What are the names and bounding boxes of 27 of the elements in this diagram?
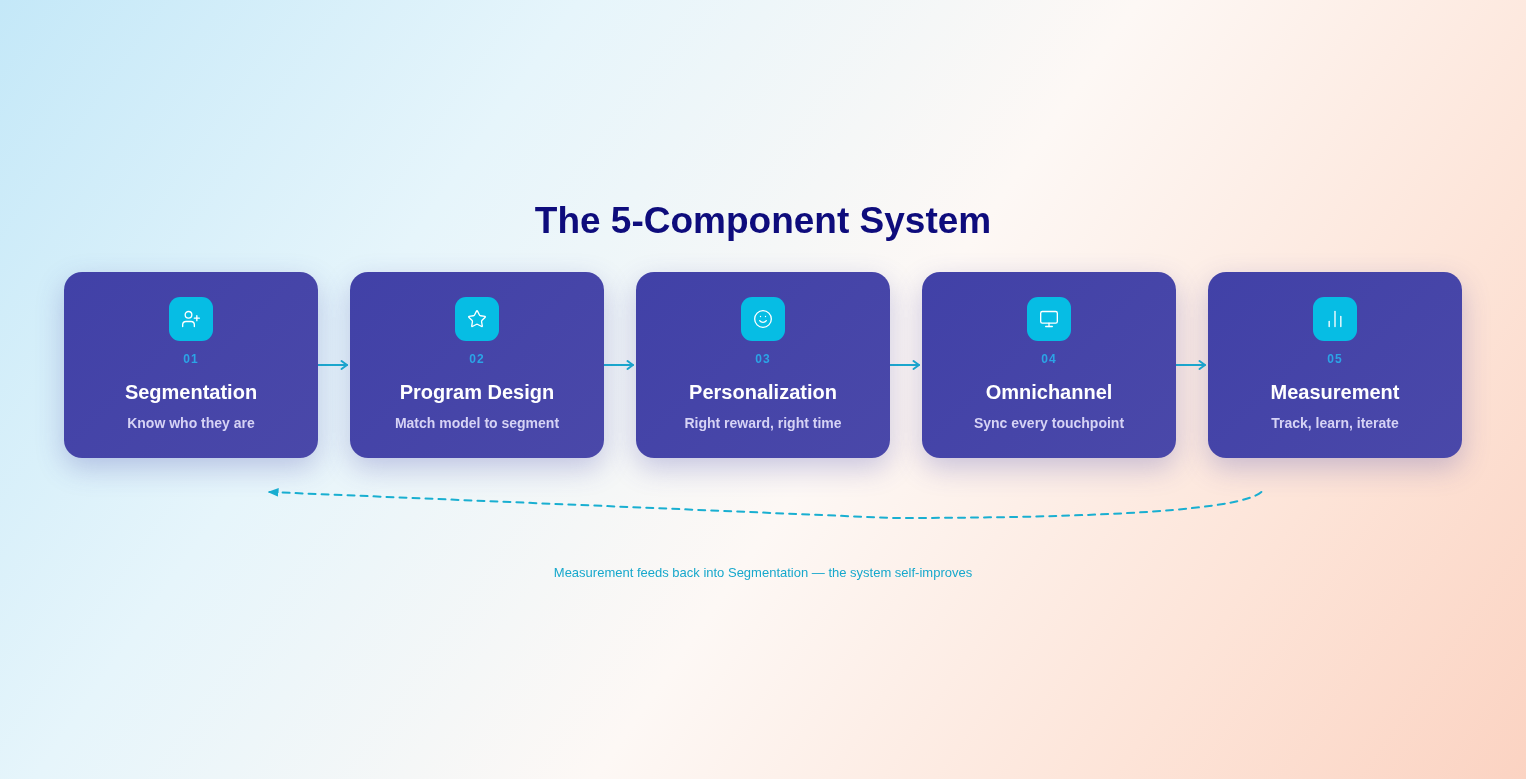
step-title: Segmentation xyxy=(124,380,258,405)
step-description: Track, learn, iterate xyxy=(1271,414,1399,433)
step-title: Measurement xyxy=(1270,380,1400,405)
step-number: 05 xyxy=(1327,351,1343,367)
step-description: Right reward, right time xyxy=(684,414,842,433)
step-description: Know who they are xyxy=(127,414,255,433)
step-description: Sync every touchpoint xyxy=(973,414,1125,433)
step-number: 04 xyxy=(1041,351,1057,367)
arrow xyxy=(317,360,348,370)
process-card xyxy=(1208,272,1462,458)
step-title: Omnichannel xyxy=(985,380,1113,405)
process-card xyxy=(64,272,318,458)
diagram-title: The 5-Component System xyxy=(533,199,993,243)
step-number: 03 xyxy=(755,351,771,367)
step-title: Personalization xyxy=(689,380,837,405)
step-title: Program Design xyxy=(399,380,555,405)
caption: Measurement feeds back into Segmentation — the system self-improves xyxy=(552,564,974,582)
process-card xyxy=(636,272,890,458)
arrow xyxy=(1175,360,1206,370)
step-description: Match model to segment xyxy=(394,414,560,433)
arrow xyxy=(889,360,920,370)
arrow xyxy=(603,360,634,370)
step-number: 02 xyxy=(469,351,485,367)
dashed-arrow xyxy=(267,488,1263,519)
process-card xyxy=(922,272,1176,458)
process-card xyxy=(350,272,604,458)
step-number: 01 xyxy=(183,351,199,367)
